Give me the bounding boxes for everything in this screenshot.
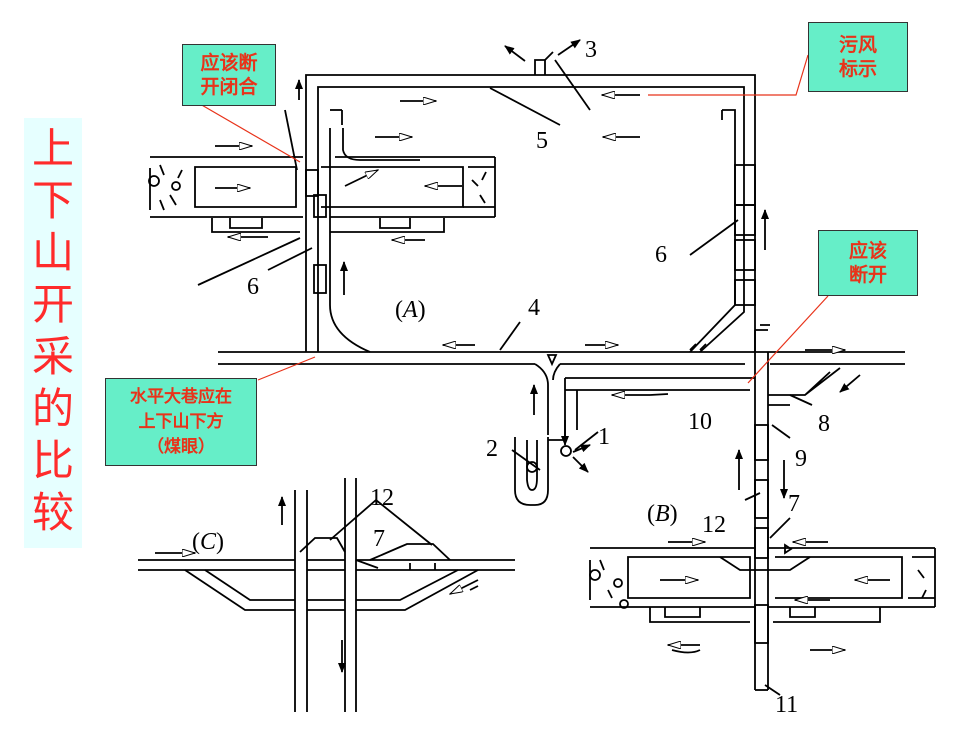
paren-close: ) xyxy=(216,529,225,555)
title-char: 的 xyxy=(31,384,74,433)
label-2: 2 xyxy=(486,436,498,462)
label-7: 7 xyxy=(373,526,385,552)
note-level-roadway: 水平大巷应在 上下山下方 （煤眼） xyxy=(105,378,257,466)
paren-open: ( xyxy=(647,501,655,527)
label-11: 11 xyxy=(775,692,799,718)
note-should-break: 应该 断开 xyxy=(818,230,918,296)
paren-open: ( xyxy=(395,297,403,323)
panel-b-label: (B) xyxy=(635,478,678,526)
label-10: 10 xyxy=(688,409,712,435)
label-6: 6 xyxy=(655,242,667,268)
title-char: 下 xyxy=(31,176,74,225)
paren-close: ) xyxy=(417,297,426,323)
paren-open: ( xyxy=(192,529,200,555)
title-char: 上 xyxy=(31,124,74,173)
label-3: 3 xyxy=(585,37,597,63)
label-9: 9 xyxy=(795,446,807,472)
panel-c-label: (C) xyxy=(180,506,224,554)
diagram-b xyxy=(511,324,936,696)
panel-letter: B xyxy=(655,501,670,527)
label-12: 12 xyxy=(702,512,726,538)
note-should-break-close: 应该断 开闭合 xyxy=(182,44,276,106)
panel-letter: A xyxy=(403,297,418,323)
vertical-title: 上 下 山 开 采 的 比 较 xyxy=(24,118,82,548)
label-1: 1 xyxy=(598,424,610,450)
label-7: 7 xyxy=(788,491,800,517)
panel-a-label: (A) xyxy=(383,274,426,322)
label-5: 5 xyxy=(536,128,548,154)
title-char: 较 xyxy=(31,488,74,537)
label-8: 8 xyxy=(818,411,830,437)
title-char: 山 xyxy=(31,228,74,277)
title-char: 开 xyxy=(31,280,74,329)
label-12: 12 xyxy=(370,485,394,511)
diagram-c xyxy=(138,478,515,712)
diagram-a xyxy=(148,39,905,435)
note-foul-air-marker: 污风 标示 xyxy=(808,22,908,92)
title-char: 比 xyxy=(31,436,74,485)
panel-letter: C xyxy=(200,529,217,555)
title-char: 采 xyxy=(31,332,74,381)
label-6: 6 xyxy=(247,274,259,300)
label-4: 4 xyxy=(528,295,540,321)
paren-close: ) xyxy=(669,501,678,527)
